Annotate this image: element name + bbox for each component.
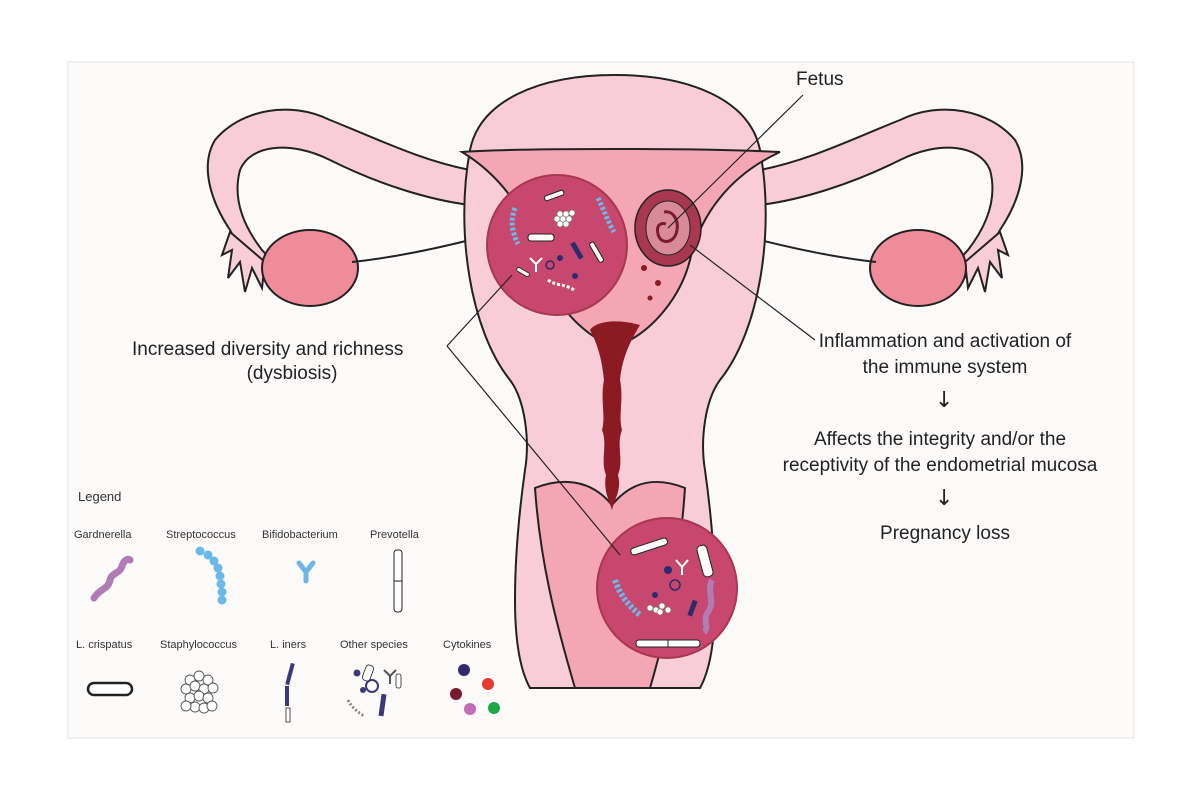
uterine-microbiota-magnifier bbox=[486, 174, 628, 316]
l-iners-icon bbox=[285, 662, 295, 723]
outcome-label: Pregnancy loss bbox=[880, 523, 1010, 544]
inflammation-label-line1: Inflammation and activation of bbox=[818, 331, 1072, 352]
blood-drop bbox=[641, 265, 647, 271]
cytokines-icon bbox=[450, 664, 500, 715]
other-species-icon bbox=[346, 664, 402, 718]
legend-item-streptococcus: Streptococcus bbox=[166, 529, 236, 541]
diversity-label-line1: Increased diversity and richness bbox=[132, 339, 404, 360]
down-arrow-icon: ↓ bbox=[935, 486, 954, 511]
left-ovarian-ligament bbox=[351, 239, 471, 263]
uterine-microbiota-contents bbox=[509, 189, 617, 292]
legend-item-l-iners: L. iners bbox=[270, 639, 307, 651]
fetus-leader-line bbox=[667, 94, 804, 229]
blood-flow bbox=[590, 321, 640, 510]
inflammation-leader-line bbox=[689, 244, 816, 341]
legend-item-gardnerella: Gardnerella bbox=[74, 529, 132, 541]
diversity-leader-line-lower bbox=[446, 345, 621, 556]
fetus-label: Fetus bbox=[796, 69, 844, 90]
right-ovary bbox=[869, 229, 967, 307]
inflammation-label-line2: the immune system bbox=[862, 357, 1028, 378]
legend-item-cytokines: Cytokines bbox=[443, 639, 492, 651]
legend-item-staphylococcus: Staphylococcus bbox=[160, 639, 238, 651]
blood-drop bbox=[647, 295, 653, 301]
streptococcus-icon bbox=[195, 546, 227, 605]
prevotella-icon bbox=[393, 549, 403, 613]
legend-item-bifidobacterium: Bifidobacterium bbox=[262, 529, 338, 541]
legend-title: Legend bbox=[78, 489, 122, 504]
l-crispatus-icon bbox=[86, 681, 134, 697]
affects-label-line2: receptivity of the endometrial mucosa bbox=[782, 455, 1098, 476]
staphylococcus-icon bbox=[180, 670, 219, 714]
vaginal-microbiota-contents bbox=[612, 537, 715, 648]
right-ovarian-ligament bbox=[759, 239, 877, 263]
legend-item-l-crispatus: L. crispatus bbox=[76, 639, 133, 651]
affects-label-line1: Affects the integrity and/or the bbox=[813, 429, 1067, 450]
left-ovary bbox=[261, 229, 359, 307]
down-arrow-icon: ↓ bbox=[935, 388, 954, 413]
diversity-leader-line-upper bbox=[446, 274, 513, 347]
bifidobacterium-icon bbox=[296, 560, 316, 584]
right-fimbriae bbox=[963, 230, 1010, 293]
diversity-label-line2: (dysbiosis) bbox=[246, 363, 338, 384]
gardnerella-icon bbox=[90, 555, 134, 602]
blood-drop bbox=[655, 280, 661, 286]
legend-item-other-species: Other species bbox=[340, 639, 408, 651]
legend-item-prevotella: Prevotella bbox=[370, 529, 419, 541]
fetus-icon bbox=[656, 210, 679, 243]
